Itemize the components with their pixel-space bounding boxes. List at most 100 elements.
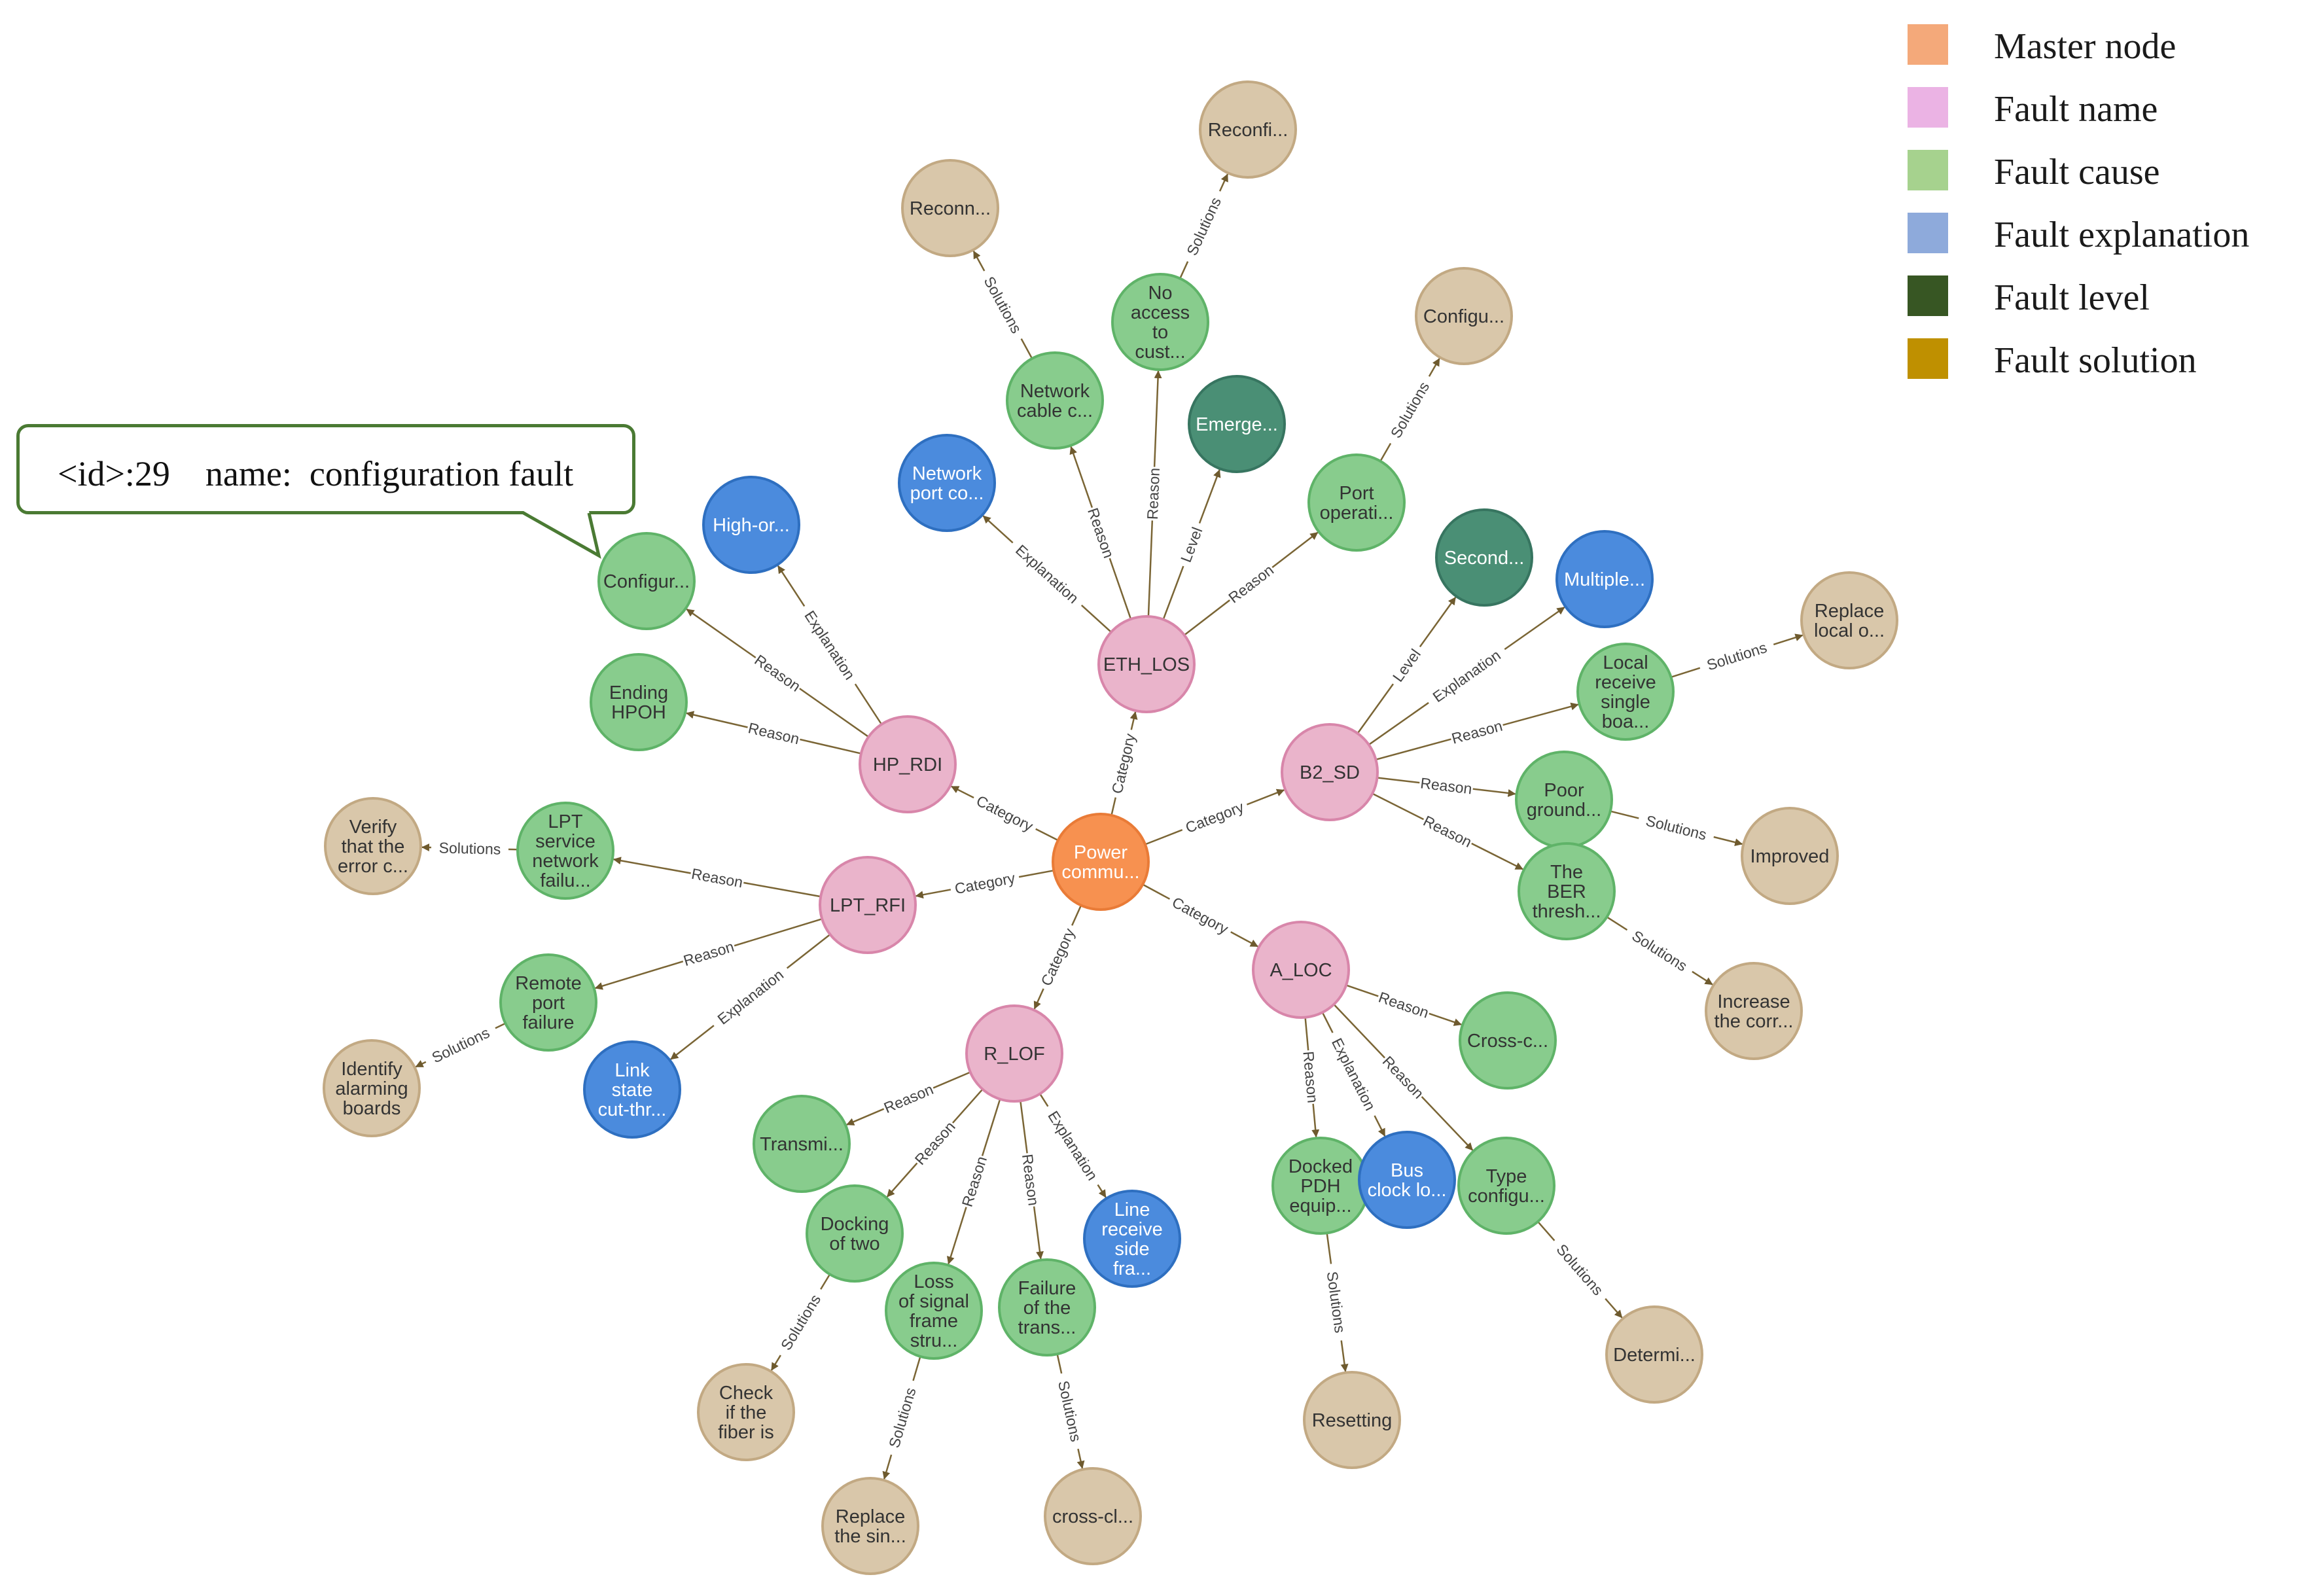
node-circle-name[interactable]: [1252, 921, 1350, 1019]
node-hp_highor[interactable]: High-or...: [702, 476, 800, 574]
node-circle-cause[interactable]: [1576, 643, 1675, 741]
node-b2_multiple[interactable]: Multiple...: [1555, 530, 1654, 628]
node-b2_ber[interactable]: TheBERthresh...: [1518, 842, 1616, 940]
node-label: Docking: [821, 1214, 889, 1235]
node-rl_line[interactable]: Linereceivesidefra...: [1083, 1190, 1181, 1288]
node-al_crossc[interactable]: Cross-c...: [1459, 991, 1557, 1090]
node-al_docked[interactable]: DockedPDHequip...: [1271, 1137, 1370, 1235]
node-circle-cause[interactable]: [753, 1095, 851, 1193]
node-r_lof[interactable]: R_LOF: [965, 1004, 1063, 1103]
node-lpt_link[interactable]: Linkstatecut-thr...: [583, 1040, 681, 1139]
node-circle-name[interactable]: [819, 856, 917, 954]
node-al_determi[interactable]: Determi...: [1605, 1305, 1703, 1404]
node-label: Multiple...: [1564, 569, 1645, 590]
node-lpt_service[interactable]: LPTservicenetworkfailu...: [516, 802, 614, 900]
node-master[interactable]: Powercommu...: [1052, 813, 1150, 911]
node-circle-solution[interactable]: [324, 797, 422, 895]
edge-label: Solutions: [885, 1385, 919, 1449]
node-circle-cause[interactable]: [1006, 351, 1104, 450]
node-rl_transmi[interactable]: Transmi...: [753, 1095, 851, 1193]
node-circle-solution[interactable]: [1741, 807, 1839, 905]
node-circle-cause[interactable]: [1111, 273, 1209, 371]
node-circle-level[interactable]: [1435, 508, 1533, 607]
node-circle-level[interactable]: [1188, 375, 1286, 473]
node-circle-name[interactable]: [859, 715, 957, 813]
node-circle-solution[interactable]: [697, 1363, 795, 1461]
node-eth_emerge[interactable]: Emerge...: [1188, 375, 1286, 473]
node-b2_poor[interactable]: Poorground...: [1515, 751, 1613, 849]
node-eth_portop[interactable]: Portoperati...: [1307, 453, 1406, 552]
node-circle-explanation[interactable]: [898, 434, 996, 532]
node-hp_rdi[interactable]: HP_RDI: [859, 715, 957, 813]
node-circle-explanation[interactable]: [583, 1040, 681, 1139]
node-circle-cause[interactable]: [516, 802, 614, 900]
edge-label-group: Category: [1165, 891, 1235, 939]
node-label: Second...: [1444, 548, 1525, 569]
node-circle-cause[interactable]: [1307, 453, 1406, 552]
node-circle-name[interactable]: [1097, 615, 1196, 713]
node-circle-solution[interactable]: [901, 159, 999, 257]
edge-r_lof-rl_line: Explanation: [1039, 1093, 1107, 1198]
node-circle-solution[interactable]: [1605, 1305, 1703, 1404]
node-circle-solution[interactable]: [323, 1039, 421, 1137]
node-circle-cause[interactable]: [1518, 842, 1616, 940]
node-circle-solution[interactable]: [1415, 267, 1513, 365]
node-eth_configu[interactable]: Configu...: [1415, 267, 1513, 365]
node-b2_sd[interactable]: B2_SD: [1281, 723, 1379, 821]
node-circle-cause[interactable]: [1457, 1137, 1555, 1235]
node-circle-cause[interactable]: [885, 1262, 983, 1360]
node-circle-master[interactable]: [1052, 813, 1150, 911]
node-circle-name[interactable]: [965, 1004, 1063, 1103]
node-circle-solution[interactable]: [1303, 1371, 1401, 1469]
node-rl_crosscl[interactable]: cross-cl...: [1044, 1467, 1142, 1565]
node-circle-explanation[interactable]: [1555, 530, 1654, 628]
node-eth_reconn[interactable]: Reconn...: [901, 159, 999, 257]
node-b2_second[interactable]: Second...: [1435, 508, 1533, 607]
node-eth_noaccess[interactable]: Noaccesstocust...: [1111, 273, 1209, 371]
node-circle-solution[interactable]: [1705, 962, 1803, 1060]
node-circle-cause[interactable]: [998, 1258, 1096, 1357]
node-al_resetting[interactable]: Resetting: [1303, 1371, 1401, 1469]
node-circle-explanation[interactable]: [702, 476, 800, 574]
node-circle-explanation[interactable]: [1358, 1131, 1456, 1229]
node-hp_config[interactable]: Configur...: [597, 532, 696, 630]
edge-label-bg: [1084, 505, 1119, 561]
node-circle-cause[interactable]: [499, 953, 597, 1052]
node-circle-cause[interactable]: [1459, 991, 1557, 1090]
node-circle-name[interactable]: [1281, 723, 1379, 821]
node-a_loc[interactable]: A_LOC: [1252, 921, 1350, 1019]
node-eth_los[interactable]: ETH_LOS: [1097, 615, 1196, 713]
node-b2_improved[interactable]: Improved: [1741, 807, 1839, 905]
edge-lpt_rfi-lpt_service: Reason: [613, 857, 821, 898]
node-circle-solution[interactable]: [1044, 1467, 1142, 1565]
node-label: Increase: [1717, 991, 1790, 1012]
node-circle-cause[interactable]: [597, 532, 696, 630]
edge-label-group: Reason: [689, 864, 745, 891]
node-circle-explanation[interactable]: [1083, 1190, 1181, 1288]
node-circle-solution[interactable]: [1800, 571, 1898, 669]
node-circle-solution[interactable]: [821, 1477, 919, 1575]
node-al_type[interactable]: Typeconfigu...: [1457, 1137, 1555, 1235]
node-circle-solution[interactable]: [1199, 80, 1297, 179]
node-label: ground...: [1527, 800, 1601, 821]
node-circle-cause[interactable]: [806, 1184, 904, 1283]
node-lpt_rfi[interactable]: LPT_RFI: [819, 856, 917, 954]
edge-label: Solutions: [980, 274, 1025, 336]
node-circle-cause[interactable]: [590, 653, 688, 751]
node-b2_local[interactable]: Localreceivesingleboa...: [1576, 643, 1675, 741]
node-eth_reconfi[interactable]: Reconfi...: [1199, 80, 1297, 179]
